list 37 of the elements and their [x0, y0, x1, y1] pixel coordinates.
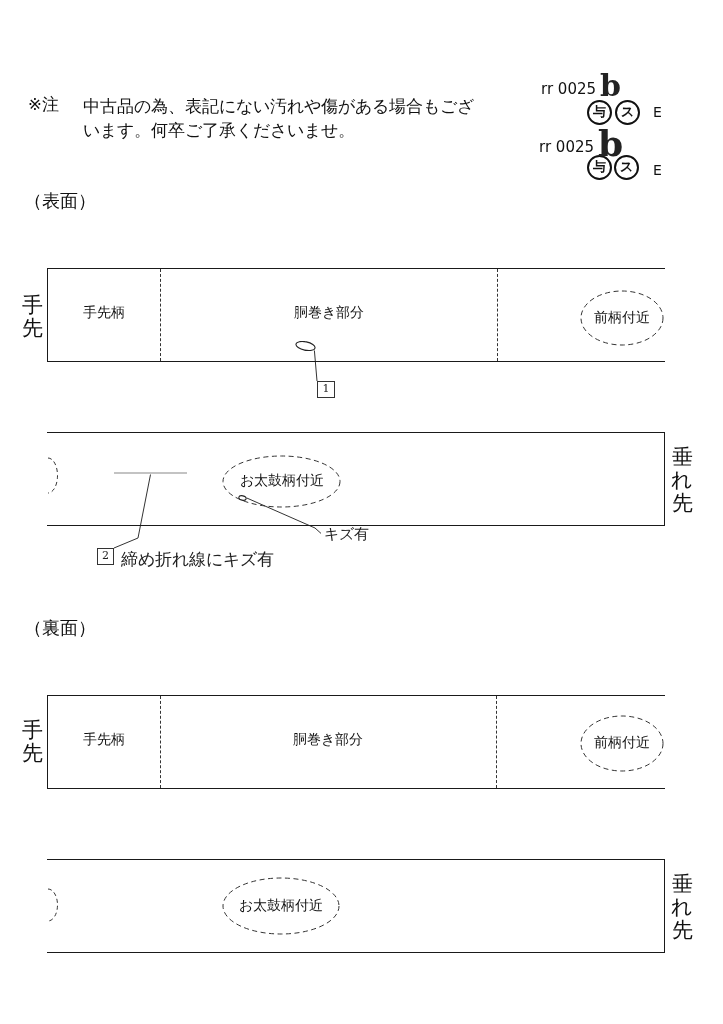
circled-character: 与 — [587, 100, 612, 125]
dashed-ellipse: お太鼓柄付近 — [222, 876, 340, 935]
pattern-label: お太鼓柄付近 — [239, 473, 324, 489]
oval-mark-icon — [238, 494, 247, 501]
callout-number: 1 — [317, 381, 335, 398]
section-label: 胴巻き部分 — [293, 303, 364, 322]
section-heading: （裏面） — [24, 617, 96, 639]
dashed-ellipse — [222, 454, 341, 508]
obi-band — [47, 432, 665, 526]
annotation-text: 締め折れ線にキズ有 — [121, 548, 274, 571]
fold-line — [114, 470, 187, 475]
leader-line — [246, 497, 322, 534]
section-label: 胴巻き部分 — [293, 730, 363, 749]
reference-code: rr 0025 — [541, 80, 596, 98]
obi-band — [47, 859, 665, 953]
band-end-label: 垂れ先 — [670, 873, 694, 942]
leader-line — [113, 474, 151, 549]
callout-number: 2 — [97, 548, 114, 565]
section-label: 手先柄 — [82, 730, 125, 749]
obi-band — [47, 695, 665, 789]
obi-band — [47, 268, 665, 362]
grade-letter: E — [653, 104, 662, 121]
leader-line — [313, 350, 318, 382]
annotation-text: キズ有 — [321, 523, 371, 546]
note-text: 中古品の為、表記にない汚れや傷がある場合もございます。何卒ご了承くださいませ。 — [83, 96, 475, 142]
reference-code: rr 0025 — [539, 138, 594, 156]
grade-letter: E — [653, 162, 662, 179]
band-end-label: 手先 — [20, 294, 44, 340]
circled-character: ス — [615, 100, 640, 125]
band-end-label: 手先 — [20, 719, 44, 765]
section-heading: （表面） — [24, 190, 96, 212]
dashed-ellipse: 前柄付近 — [579, 289, 664, 346]
dashed-ellipse: 前柄付近 — [579, 714, 664, 772]
section-label: 手先柄 — [82, 303, 125, 322]
band-end-label: 垂れ先 — [670, 446, 694, 515]
oval-mark-icon — [294, 340, 316, 351]
note-marker: ※注 — [28, 95, 59, 115]
